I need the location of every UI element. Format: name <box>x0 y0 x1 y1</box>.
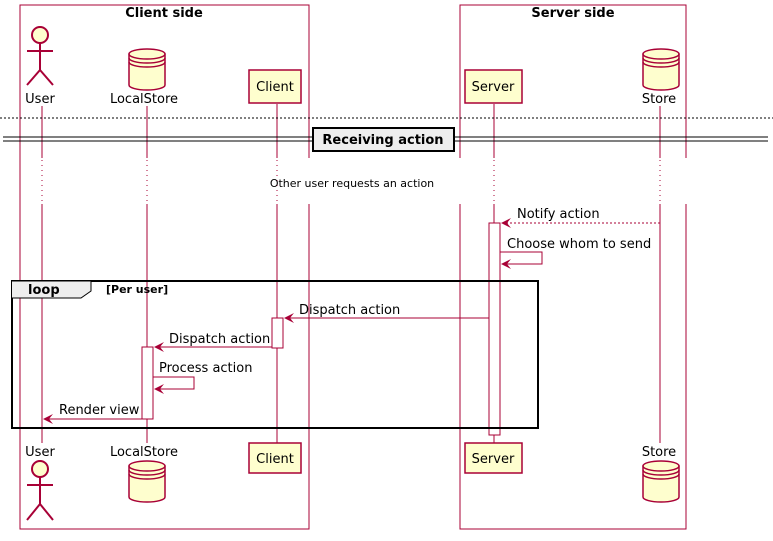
participant-user-bottom: User <box>25 445 55 521</box>
message-label: Dispatch action <box>169 332 270 347</box>
delay-label: Other user requests an action <box>270 177 434 190</box>
activation-localstore <box>141 346 154 420</box>
message-dispatch-action-to-localstore: Dispatch action <box>154 332 272 352</box>
divider-label: Receiving action <box>322 133 443 148</box>
actor-icon <box>26 26 54 86</box>
divider: Receiving action <box>0 117 773 152</box>
message-choose-whom-to-send: Choose whom to send <box>500 237 651 269</box>
activation-client <box>271 317 284 349</box>
message-label: Dispatch action <box>299 303 400 318</box>
participant-store-top: Store <box>642 48 680 107</box>
loop-condition: [Per user] <box>106 283 168 296</box>
message-label: Render view <box>59 403 140 418</box>
participant-store-bottom: Store <box>642 445 680 503</box>
participant-label-server: Server <box>472 452 515 467</box>
participant-label-store: Store <box>642 92 676 107</box>
participant-label-localstore: LocalStore <box>110 92 178 107</box>
message-notify-action: Notify action <box>501 207 660 228</box>
delay-segments <box>30 158 690 204</box>
participant-server-bottom: Server <box>464 442 523 474</box>
message-label: Process action <box>159 361 252 376</box>
activation-server <box>488 222 501 436</box>
participant-label-store: Store <box>642 445 676 460</box>
participant-client-bottom: Client <box>248 442 302 474</box>
message-label: Notify action <box>517 207 600 222</box>
lifelines <box>41 104 661 443</box>
participant-user-top: User <box>25 26 55 107</box>
participant-localstore-bottom: LocalStore <box>110 445 178 503</box>
loop-keyword: loop <box>28 283 60 298</box>
server-side-box: Server side <box>459 4 687 530</box>
message-label: Choose whom to send <box>507 237 651 252</box>
participant-server-top: Server <box>464 69 523 104</box>
message-render-view: Render view <box>43 403 142 424</box>
participant-label-user: User <box>25 445 55 460</box>
participant-label-client: Client <box>256 452 294 467</box>
database-icon <box>642 48 680 91</box>
participant-localstore-top: LocalStore <box>110 48 178 107</box>
message-process-action: Process action <box>153 361 252 394</box>
participant-label-localstore: LocalStore <box>110 445 178 460</box>
server-side-title: Server side <box>531 6 614 21</box>
participant-label-user: User <box>25 92 55 107</box>
loop-fragment: loop [Per user] <box>11 280 539 429</box>
client-side-title: Client side <box>125 6 203 21</box>
actor-icon <box>26 460 54 521</box>
database-icon <box>128 460 166 503</box>
participant-label-client: Client <box>256 80 294 95</box>
client-side-box: Client side <box>19 4 310 530</box>
participant-label-server: Server <box>472 80 515 95</box>
participant-client-top: Client <box>248 69 302 104</box>
database-icon <box>642 460 680 503</box>
database-icon <box>128 48 166 91</box>
message-dispatch-action-to-client: Dispatch action <box>284 303 489 323</box>
